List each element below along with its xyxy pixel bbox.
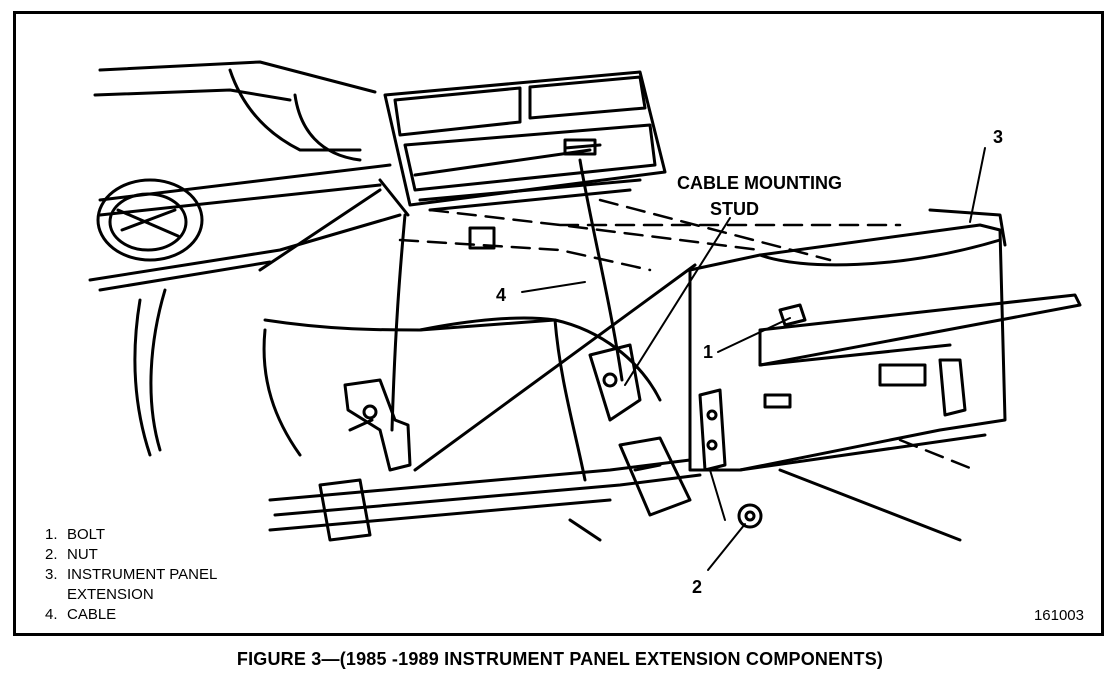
leader-lines: [521, 147, 986, 571]
figure-frame: [13, 11, 1104, 636]
dashboard-upper-left: [88, 60, 402, 292]
legend-item-continuation: EXTENSION: [67, 586, 154, 603]
figure-id-number: 161003: [1033, 607, 1084, 624]
round-vent: [96, 178, 204, 262]
stud-bracket: [588, 343, 692, 517]
callout-number-4: 4: [496, 285, 507, 305]
left-bracket: [343, 378, 412, 472]
nut-2: [737, 503, 763, 529]
parts-legend: 1.BOLT 2.NUT 3.INSTRUMENT PANEL EXTENSIO…: [45, 525, 217, 625]
center-panel-radio: [383, 70, 667, 212]
cable-mounting-stud-label: CABLE MOUNTING: [677, 173, 842, 193]
legend-item: 1.BOLT: [45, 526, 106, 543]
figure-caption: FIGURE 3—(1985 -1989 INSTRUMENT PANEL EX…: [236, 649, 884, 669]
callout-number-1: 1: [703, 342, 714, 362]
callout-number-3: 3: [993, 127, 1004, 147]
cable-mounting-stud-label-line2: STUD: [710, 199, 759, 219]
legend-item: 2.NUT: [45, 546, 98, 563]
callout-number-2: 2: [692, 577, 703, 597]
legend-item: 4.CABLE: [45, 606, 117, 623]
instrument-panel-extension: [688, 208, 1082, 542]
console-body: [133, 263, 702, 542]
legend-item: 3.INSTRUMENT PANEL: [45, 566, 218, 583]
